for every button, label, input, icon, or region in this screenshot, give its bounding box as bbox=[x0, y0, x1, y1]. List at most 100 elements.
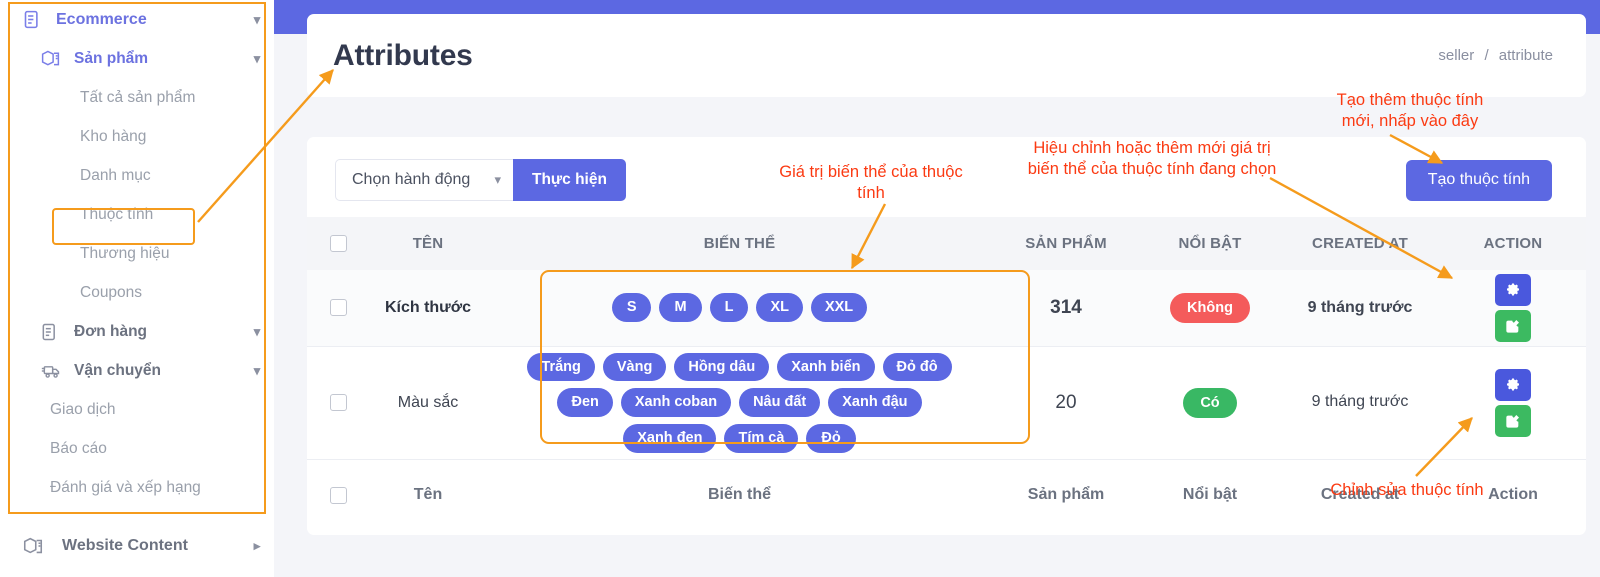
edit-square-icon bbox=[1506, 414, 1519, 428]
execute-button[interactable]: Thực hiện bbox=[513, 159, 626, 201]
attributes-table: TÊN BIẾN THỂ SẢN PHẨM NỔI BẬT CREATED AT… bbox=[307, 217, 1586, 531]
clipboard-list-icon bbox=[22, 9, 56, 30]
variant-chip[interactable]: Đỏ đô bbox=[882, 352, 952, 382]
sidebar-item-coupons[interactable]: Coupons bbox=[0, 273, 274, 312]
row-featured: Không bbox=[1140, 270, 1280, 346]
row-variants: Trắng Vàng Hồng dâu Xanh biển Đỏ đô Đen … bbox=[487, 346, 992, 459]
variant-chip[interactable]: L bbox=[709, 293, 749, 323]
variant-chip[interactable]: Xanh đậu bbox=[828, 388, 922, 417]
header-action: ACTION bbox=[1483, 235, 1543, 252]
variant-chip[interactable]: Đỏ bbox=[806, 423, 856, 453]
sidebar-item-van-chuyen[interactable]: Vận chuyển ▾ bbox=[0, 351, 274, 390]
status-badge: Không bbox=[1170, 292, 1250, 323]
table-row: Màu sắc Trắng Vàng Hồng dâu Xanh biển Đỏ… bbox=[307, 346, 1586, 460]
select-all-checkbox[interactable] bbox=[329, 235, 347, 253]
sidebar-item-label: Đánh giá và xếp hạng bbox=[50, 478, 201, 496]
sidebar-item-label: Thuộc tính bbox=[80, 205, 154, 223]
sidebar-item-danh-gia-xep-hang[interactable]: Đánh giá và xếp hạng bbox=[0, 468, 274, 507]
variant-chip[interactable]: Vàng bbox=[602, 352, 667, 382]
footer-products: Sản phẩm bbox=[1027, 486, 1105, 504]
variant-chip[interactable]: M bbox=[659, 293, 702, 323]
row-variants: S M L XL XXL bbox=[487, 270, 992, 346]
truck-icon bbox=[40, 361, 74, 381]
sidebar-item-kho-hang[interactable]: Kho hàng bbox=[0, 117, 274, 156]
footer-variant: Biến thể bbox=[707, 486, 772, 504]
variant-chip[interactable]: Tím cà bbox=[724, 423, 799, 453]
row-checkbox[interactable] bbox=[329, 299, 347, 317]
sidebar-item-giao-dich[interactable]: Giao dịch bbox=[0, 390, 274, 429]
row-actions bbox=[1440, 346, 1586, 459]
variant-chip[interactable]: Xanh coban bbox=[620, 388, 732, 417]
footer-featured: Nổi bật bbox=[1182, 486, 1238, 504]
footer-name: Tên bbox=[413, 486, 443, 504]
row-created-at: 9 tháng trước bbox=[1311, 393, 1409, 411]
sidebar-item-website-content[interactable]: Website Content ▸ bbox=[0, 526, 274, 565]
header-featured[interactable]: NỔI BẬT bbox=[1178, 235, 1242, 252]
header-products[interactable]: SẢN PHẨM bbox=[1025, 235, 1107, 252]
sidebar-item-thuong-hieu[interactable]: Thương hiệu bbox=[0, 234, 274, 273]
sidebar-item-label: Sản phẩm bbox=[74, 49, 149, 67]
row-checkbox[interactable] bbox=[329, 393, 347, 411]
sidebar-item-label: Website Content bbox=[62, 536, 188, 554]
sidebar-item-san-pham[interactable]: Sản phẩm ▾ bbox=[0, 39, 274, 78]
variant-chip[interactable]: Xanh đen bbox=[623, 423, 717, 453]
bulk-action-group: Chọn hành động ▾ Thực hiện bbox=[335, 159, 626, 201]
select-all-checkbox-footer[interactable] bbox=[329, 486, 347, 504]
variant-chip[interactable]: S bbox=[611, 293, 652, 323]
box-icon bbox=[40, 48, 74, 69]
variant-chip[interactable]: Đen bbox=[557, 388, 613, 417]
edit-attribute-button[interactable] bbox=[1495, 309, 1531, 342]
variant-chip[interactable]: Xanh biển bbox=[777, 352, 875, 382]
row-checkbox-cell bbox=[307, 270, 369, 346]
header-variant[interactable]: BIẾN THỂ bbox=[703, 235, 776, 252]
variant-chip[interactable]: XL bbox=[756, 293, 803, 323]
row-featured: Có bbox=[1140, 346, 1280, 459]
footer-created-at: Created at bbox=[1320, 486, 1400, 504]
sidebar: Ecommerce ▾ Sản phẩm ▾ Tất cả sản phẩm K… bbox=[0, 0, 274, 577]
sidebar-item-label: Thương hiệu bbox=[80, 244, 170, 262]
row-name: Kích thước bbox=[384, 298, 472, 316]
variant-chip[interactable]: Nâu đất bbox=[739, 388, 821, 417]
sidebar-item-label: Báo cáo bbox=[50, 439, 107, 457]
breadcrumb-separator: / bbox=[1484, 47, 1489, 64]
variant-chip[interactable]: Trắng bbox=[527, 352, 595, 382]
attributes-card: Chọn hành động ▾ Thực hiện Tạo thuộc tín… bbox=[307, 137, 1586, 535]
table-header-row: TÊN BIẾN THỂ SẢN PHẨM NỔI BẬT CREATED AT… bbox=[307, 217, 1586, 270]
variant-chip[interactable]: Hồng dâu bbox=[674, 352, 770, 382]
page-header-card: Attributes seller / attribute bbox=[307, 14, 1586, 97]
chevron-down-icon: ▾ bbox=[253, 323, 261, 339]
sidebar-item-tat-ca-san-pham[interactable]: Tất cả sản phẩm bbox=[0, 78, 274, 117]
gear-icon bbox=[1507, 377, 1519, 390]
sidebar-item-thuoc-tinh[interactable]: Thuộc tính bbox=[0, 195, 274, 234]
row-checkbox-cell bbox=[307, 346, 369, 459]
header-created-at[interactable]: CREATED AT bbox=[1312, 235, 1408, 252]
create-attribute-button[interactable]: Tạo thuộc tính bbox=[1405, 159, 1552, 201]
breadcrumb-root[interactable]: seller bbox=[1438, 47, 1475, 64]
row-products: 20 bbox=[1055, 391, 1077, 413]
status-badge: Có bbox=[1183, 387, 1237, 418]
table-row: Kích thước S M L XL XXL 314 bbox=[307, 270, 1586, 346]
footer-action: Action bbox=[1488, 486, 1538, 504]
sidebar-item-bao-cao[interactable]: Báo cáo bbox=[0, 429, 274, 468]
row-created-at: 9 tháng trước bbox=[1307, 298, 1413, 316]
variant-chip-list: S M L XL XXL bbox=[487, 287, 992, 328]
chevron-down-icon: ▾ bbox=[494, 172, 501, 187]
header-name[interactable]: TÊN bbox=[412, 235, 444, 252]
row-products: 314 bbox=[1050, 296, 1082, 318]
breadcrumb-current: attribute bbox=[1498, 47, 1553, 64]
edit-square-icon bbox=[1506, 319, 1519, 333]
configure-variants-button[interactable] bbox=[1495, 273, 1531, 306]
footer-select-all bbox=[307, 459, 369, 531]
sidebar-item-danh-muc[interactable]: Danh mục bbox=[0, 156, 274, 195]
edit-attribute-button[interactable] bbox=[1495, 404, 1531, 437]
sidebar-item-don-hang[interactable]: Đơn hàng ▾ bbox=[0, 312, 274, 351]
bulk-action-select[interactable]: Chọn hành động ▾ bbox=[335, 159, 513, 201]
breadcrumb: seller / attribute bbox=[1435, 47, 1556, 64]
gear-icon bbox=[1507, 283, 1519, 296]
sidebar-item-ecommerce[interactable]: Ecommerce ▾ bbox=[0, 0, 274, 39]
variant-chip[interactable]: XXL bbox=[810, 293, 868, 323]
sidebar-item-label: Danh mục bbox=[80, 166, 151, 184]
sidebar-item-label: Đơn hàng bbox=[74, 322, 148, 340]
configure-variants-button[interactable] bbox=[1495, 368, 1531, 401]
table-foot: Tên Biến thể Sản phẩm Nổi bật Created at… bbox=[307, 459, 1586, 531]
